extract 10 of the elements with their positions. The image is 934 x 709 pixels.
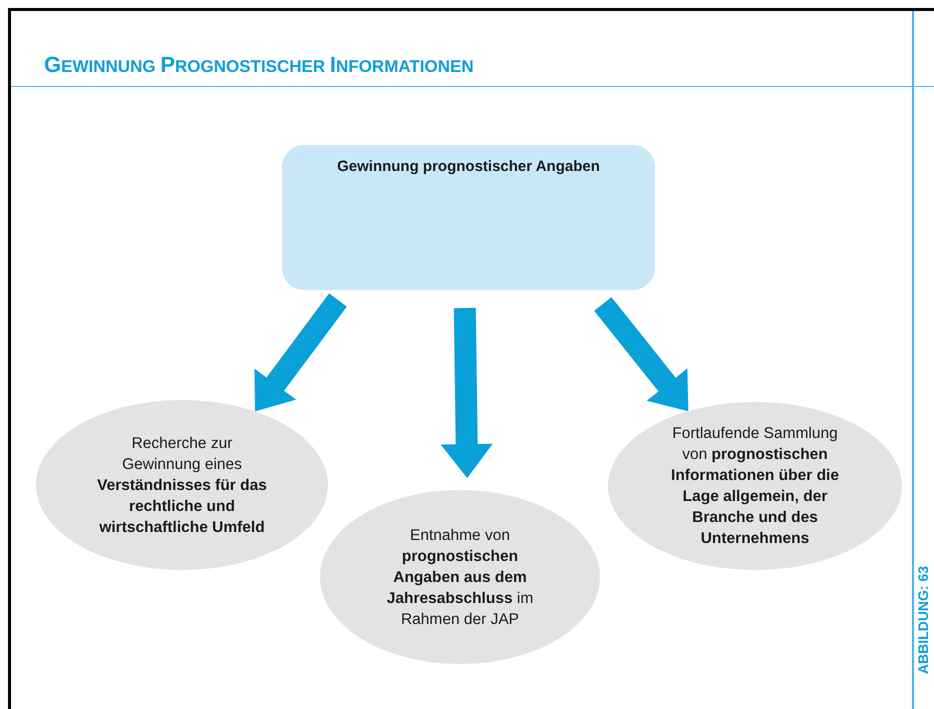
block-arrow <box>440 308 493 478</box>
block-arrow <box>594 297 688 412</box>
box-heading: Gewinnung prognostischer Angaben <box>336 157 601 177</box>
ellipse-text: Fortlaufende Sammlung von prognostischen Informationen über die Lage allgemein, der Branche und des Unternehmens <box>670 424 840 549</box>
ellipse-text: Entnahme von prognostischen Angaben aus dem Jahresabschluss im Rahmen der JAP <box>386 526 534 630</box>
page-title: GEWINNUNG PROGNOSTISCHER INFORMATIONEN <box>44 54 474 76</box>
block-arrow <box>254 293 347 412</box>
figure-number: ABBILDUNG: 63 <box>916 566 930 674</box>
process-box <box>282 145 655 290</box>
ellipse-text: Recherche zur Gewinnung eines Verständnisses für das rechtliche und wirtschaftliche Umfeld <box>96 434 268 538</box>
